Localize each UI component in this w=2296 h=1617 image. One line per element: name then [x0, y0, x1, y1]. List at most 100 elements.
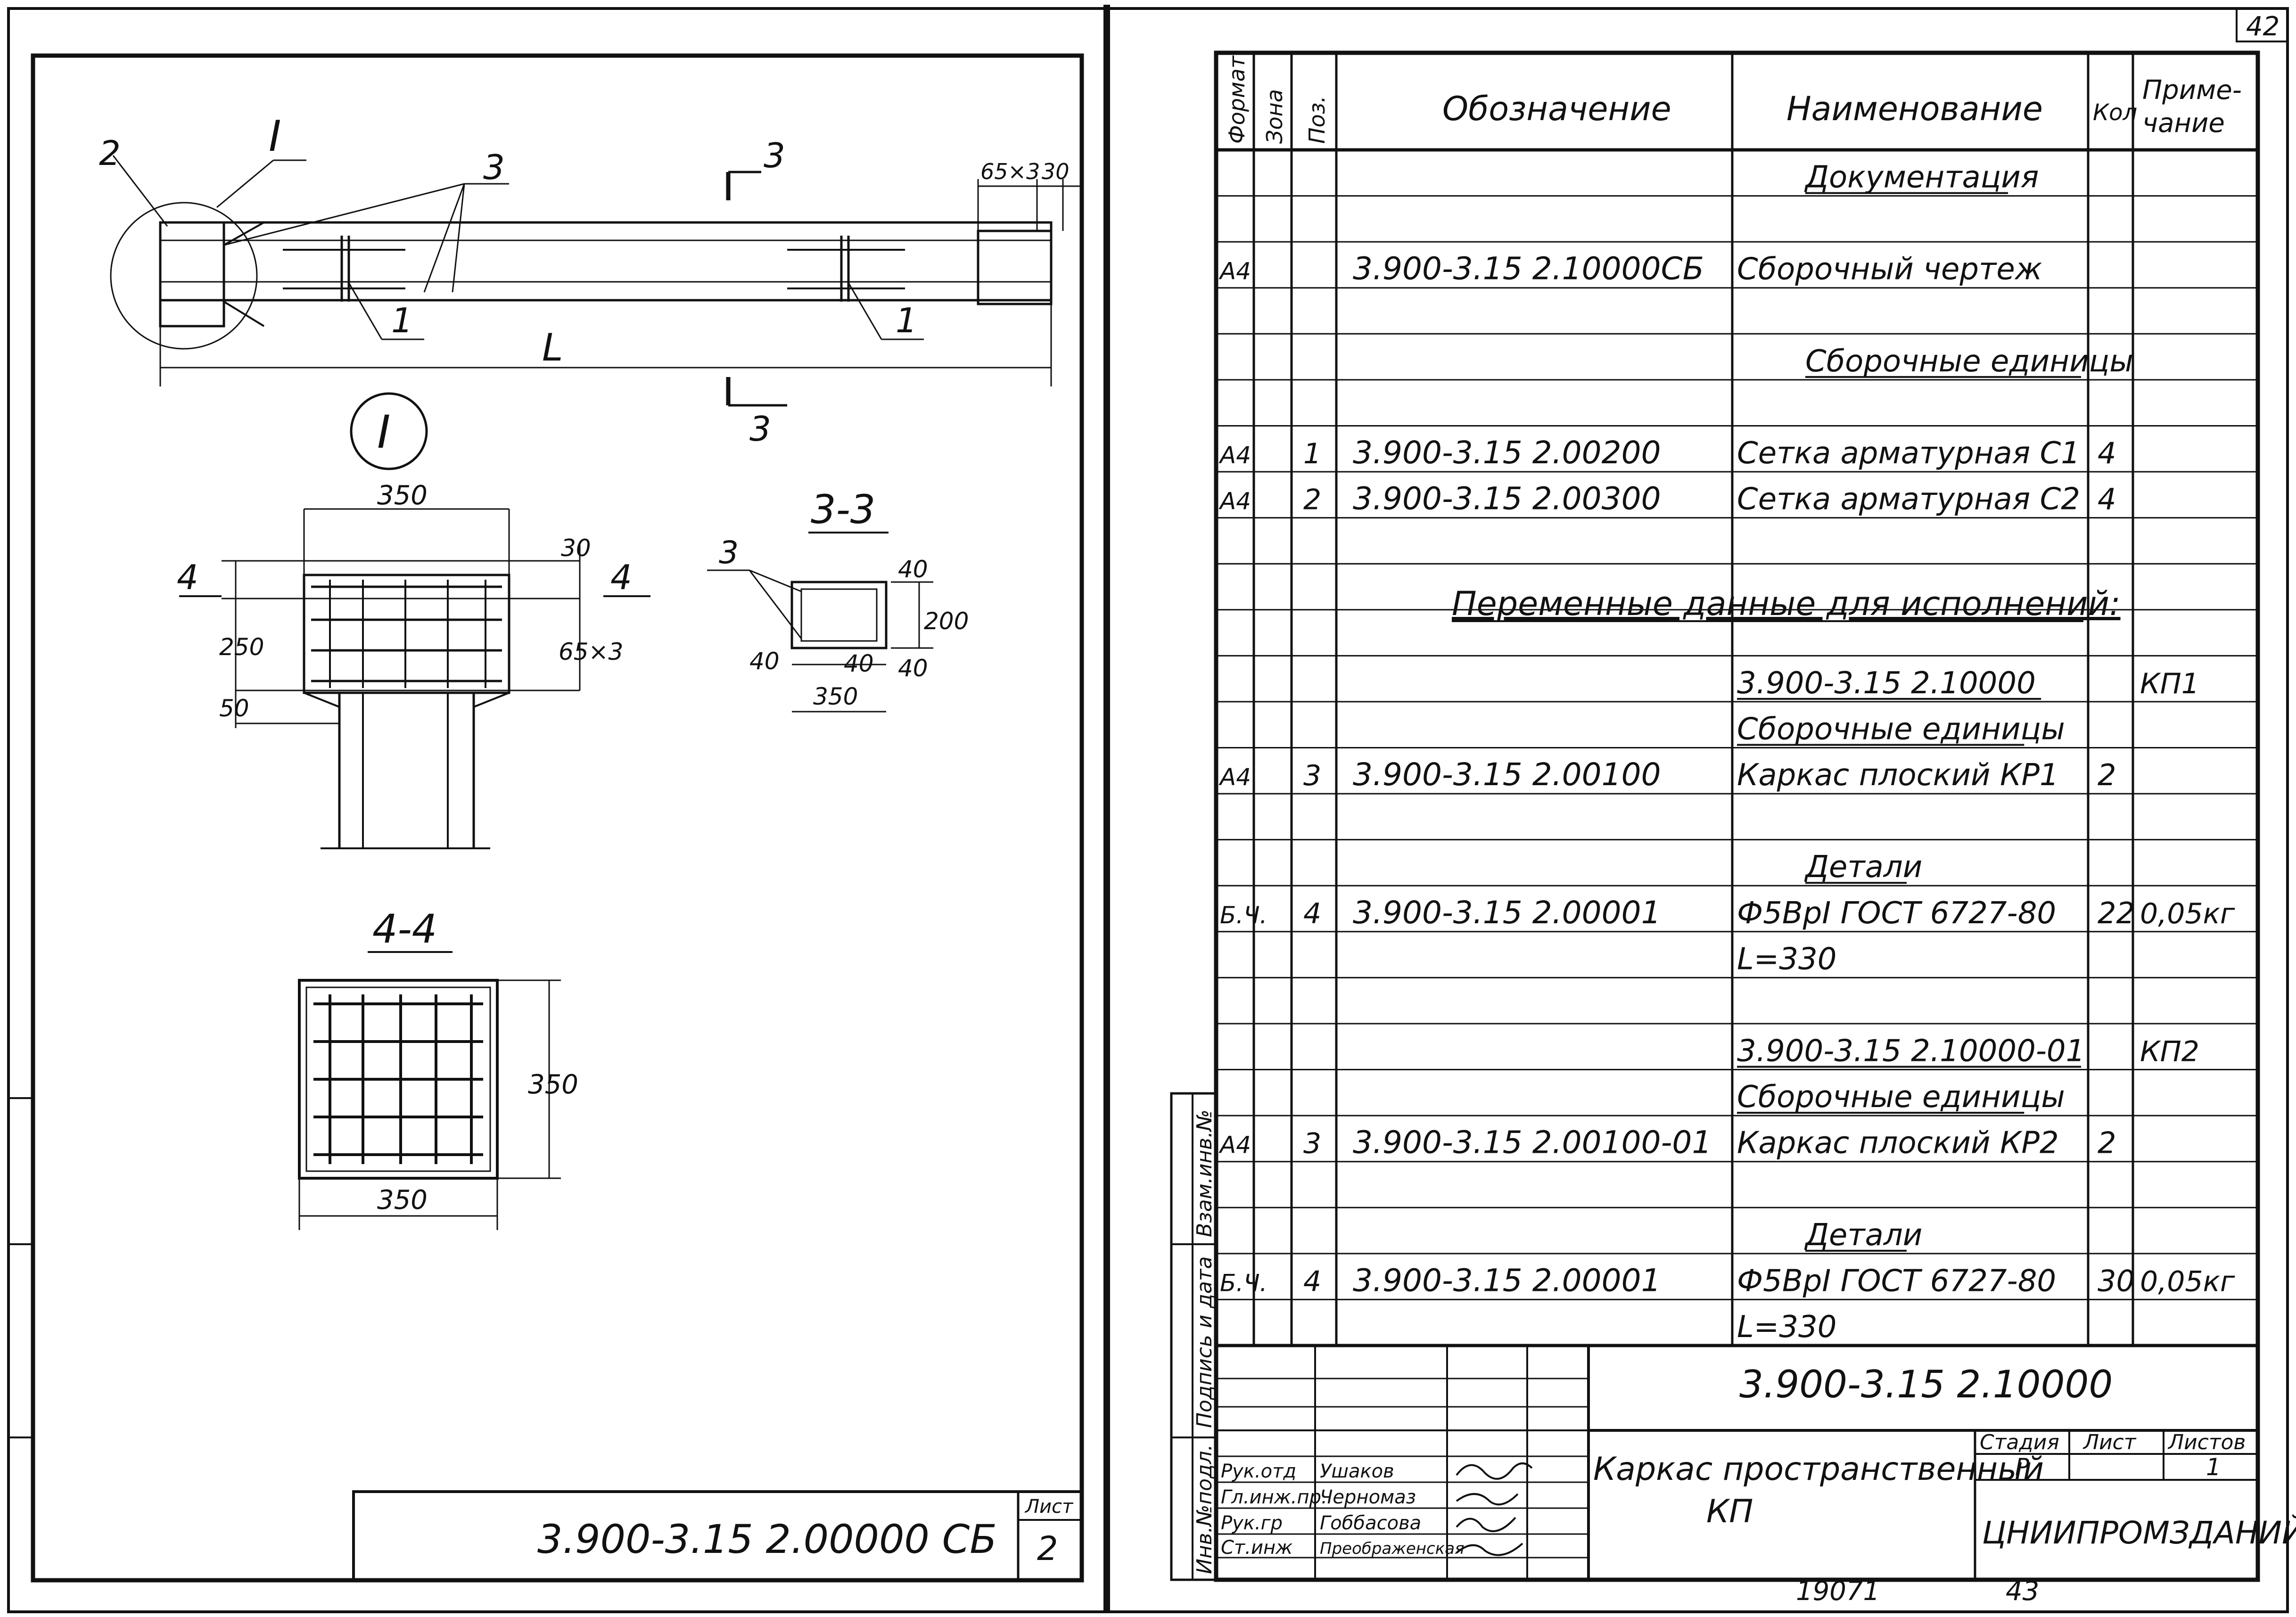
cell-des: 3.900-3.15 2.00001: [1353, 895, 1661, 931]
cell-fmt: А4: [1218, 1132, 1251, 1159]
cell-name: 3.900-3.15 2.10000: [1737, 666, 2036, 701]
cell-note: КП2: [2140, 1035, 2199, 1068]
detail-I-dim-250: 250: [219, 633, 264, 661]
col-header-qty: Кол: [2093, 99, 2137, 126]
stamp-inv-no: Инв.№подл.: [1193, 1444, 1217, 1574]
cell-fmt: Б.Ч.: [1220, 1269, 1267, 1297]
section-3-3-dim-40-inner: 40: [844, 650, 874, 677]
cell-pos: 3: [1303, 1127, 1321, 1160]
detail-I-dim-50: 50: [219, 695, 249, 722]
cell-fmt: Б.Ч.: [1220, 902, 1267, 929]
name-4: Преображенская: [1320, 1539, 1465, 1558]
section-3-3-pos-3: 3: [719, 534, 739, 571]
stage-value: Р: [2015, 1453, 2030, 1481]
detail-I-callout-circle: [110, 202, 258, 350]
role-3: Рук.гр: [1221, 1512, 1283, 1534]
section-4-4-dim-350-right: 350: [528, 1069, 578, 1100]
cell-name: Сборочный чертеж: [1737, 252, 2042, 287]
dim-65x3: 65×3: [980, 159, 1040, 184]
cell-des: 3.900-3.15 2.00001: [1353, 1262, 1661, 1298]
page-number: 42: [2246, 11, 2280, 42]
table-row: Сборочные единицы: [1737, 1080, 2065, 1115]
section-3-3-title: 3-3: [811, 486, 875, 533]
footer-number-right: 43: [2006, 1576, 2039, 1607]
table-row: Сборочные единицы: [1737, 712, 2065, 747]
right-title-designation: 3.900-3.15 2.10000: [1739, 1363, 2113, 1406]
cell-fmt: А4: [1218, 442, 1251, 469]
cell-pos: 4: [1303, 897, 1321, 930]
role-1: Рук.отд: [1221, 1461, 1296, 1482]
col-header-designation: Обозначение: [1442, 90, 1671, 128]
left-title-sheet-label: Лист: [1024, 1496, 1074, 1518]
cell-qty: 4: [2098, 482, 2116, 517]
stage-label: Стадия: [1980, 1430, 2059, 1454]
cell-name: Сборочные единицы: [1737, 1080, 2065, 1115]
col-header-name: Наименование: [1786, 90, 2043, 128]
section-4-4-grid: [313, 994, 483, 1164]
table-row: А4 3.900-3.15 2.10000СБ Сборочный чертеж: [1218, 251, 2042, 287]
detail-I-cut-right: 4: [610, 558, 632, 597]
detail-I-dim-350: 350: [377, 480, 428, 511]
cell-pos: 2: [1303, 484, 1321, 517]
cell-des: 3.900-3.15 2.10000СБ: [1353, 251, 1704, 287]
product-name-line2: КП: [1706, 1493, 1753, 1530]
section-3-3-dim-200: 200: [924, 607, 969, 635]
detail-I-grid: [311, 580, 502, 688]
left-title-block: 3.900-3.15 2.00000 СБ Лист 2: [352, 1490, 1083, 1582]
cell-des: 3.900-3.15 2.00100-01: [1353, 1125, 1712, 1161]
cell-qty: 2: [2098, 758, 2116, 792]
table-row: Детали: [1804, 1218, 1922, 1253]
footer-number-left: 19071: [1796, 1576, 1880, 1607]
cell-name: Сетка арматурная С2: [1737, 482, 2080, 517]
cell-name: Документация: [1804, 160, 2039, 195]
table-row: Сборочные единицы: [1805, 344, 2133, 379]
left-title-sheet-no: 2: [1037, 1529, 1058, 1568]
organization-name: ЦНИИПРОМЗДАНИЙ: [1982, 1514, 2296, 1551]
section-4-4-dim-350-bottom: 350: [377, 1185, 428, 1215]
cell-name: Сетка арматурная С1: [1737, 436, 2080, 471]
stamp-signature-date: Подпись и дата: [1193, 1256, 1217, 1428]
main-pos-1-left: 1: [391, 301, 413, 340]
cell-name: Детали: [1804, 850, 1922, 885]
main-callout-I: I: [269, 112, 281, 161]
left-title-designation: 3.900-3.15 2.00000 СБ: [537, 1516, 997, 1562]
table-row: Документация: [1804, 160, 2039, 195]
cell-name: Каркас плоский КР2: [1737, 1126, 2059, 1161]
detail-I-label: I: [377, 406, 390, 459]
col-header-zone: Зона: [1262, 89, 1287, 144]
right-title-block: 3.900-3.15 2.10000 Каркас пространственн…: [1216, 1344, 2296, 1580]
cell-fmt: А4: [1218, 258, 1251, 285]
cell-des: 3.900-3.15 2.00200: [1353, 435, 1661, 471]
detail-I-cut-left: 4: [177, 558, 198, 597]
product-name-line1: Каркас пространственный: [1593, 1451, 2044, 1488]
specification-table: Формат Зона Поз. Обозначение Наименовани…: [1216, 53, 2258, 1346]
cell-name: Детали: [1804, 1218, 1922, 1253]
name-1: Ушаков: [1320, 1461, 1394, 1482]
cell-qty: 4: [2098, 436, 2116, 470]
section-4-4-view: 4-4 350 350: [298, 906, 578, 1230]
table-row: А4 3 3.900-3.15 2.00100-01 Каркас плоский К…: [1218, 1125, 2116, 1161]
col-header-format: Формат: [1224, 55, 1250, 144]
side-stamp: Инв.№подл. Подпись и дата Взам.инв.№: [1170, 1092, 1218, 1581]
main-length-label: L: [542, 326, 563, 369]
col-header-note: Приме- чание: [2142, 75, 2250, 139]
main-pos-2: 2: [99, 133, 121, 173]
name-2: Черномаз: [1320, 1486, 1416, 1508]
section-4-4-title: 4-4: [372, 906, 437, 952]
cell-name: Сборочные единицы: [1737, 712, 2065, 747]
cell-name: 3.900-3.15 2.10000-01: [1737, 1034, 2085, 1069]
section-3-3-dim-40-right: 40: [898, 655, 928, 682]
sheets-label: Листов: [2167, 1430, 2246, 1454]
cell-note: 0,05кг: [2140, 1265, 2235, 1298]
table-row: L=330: [1737, 942, 1836, 977]
sheet-label: Лист: [2082, 1430, 2137, 1454]
section-3-3-dim-40-left: 40: [749, 648, 780, 675]
section-mark-bottom: 3: [749, 409, 771, 449]
role-4: Ст.инж: [1221, 1537, 1292, 1559]
cell-pos: 1: [1303, 437, 1321, 470]
